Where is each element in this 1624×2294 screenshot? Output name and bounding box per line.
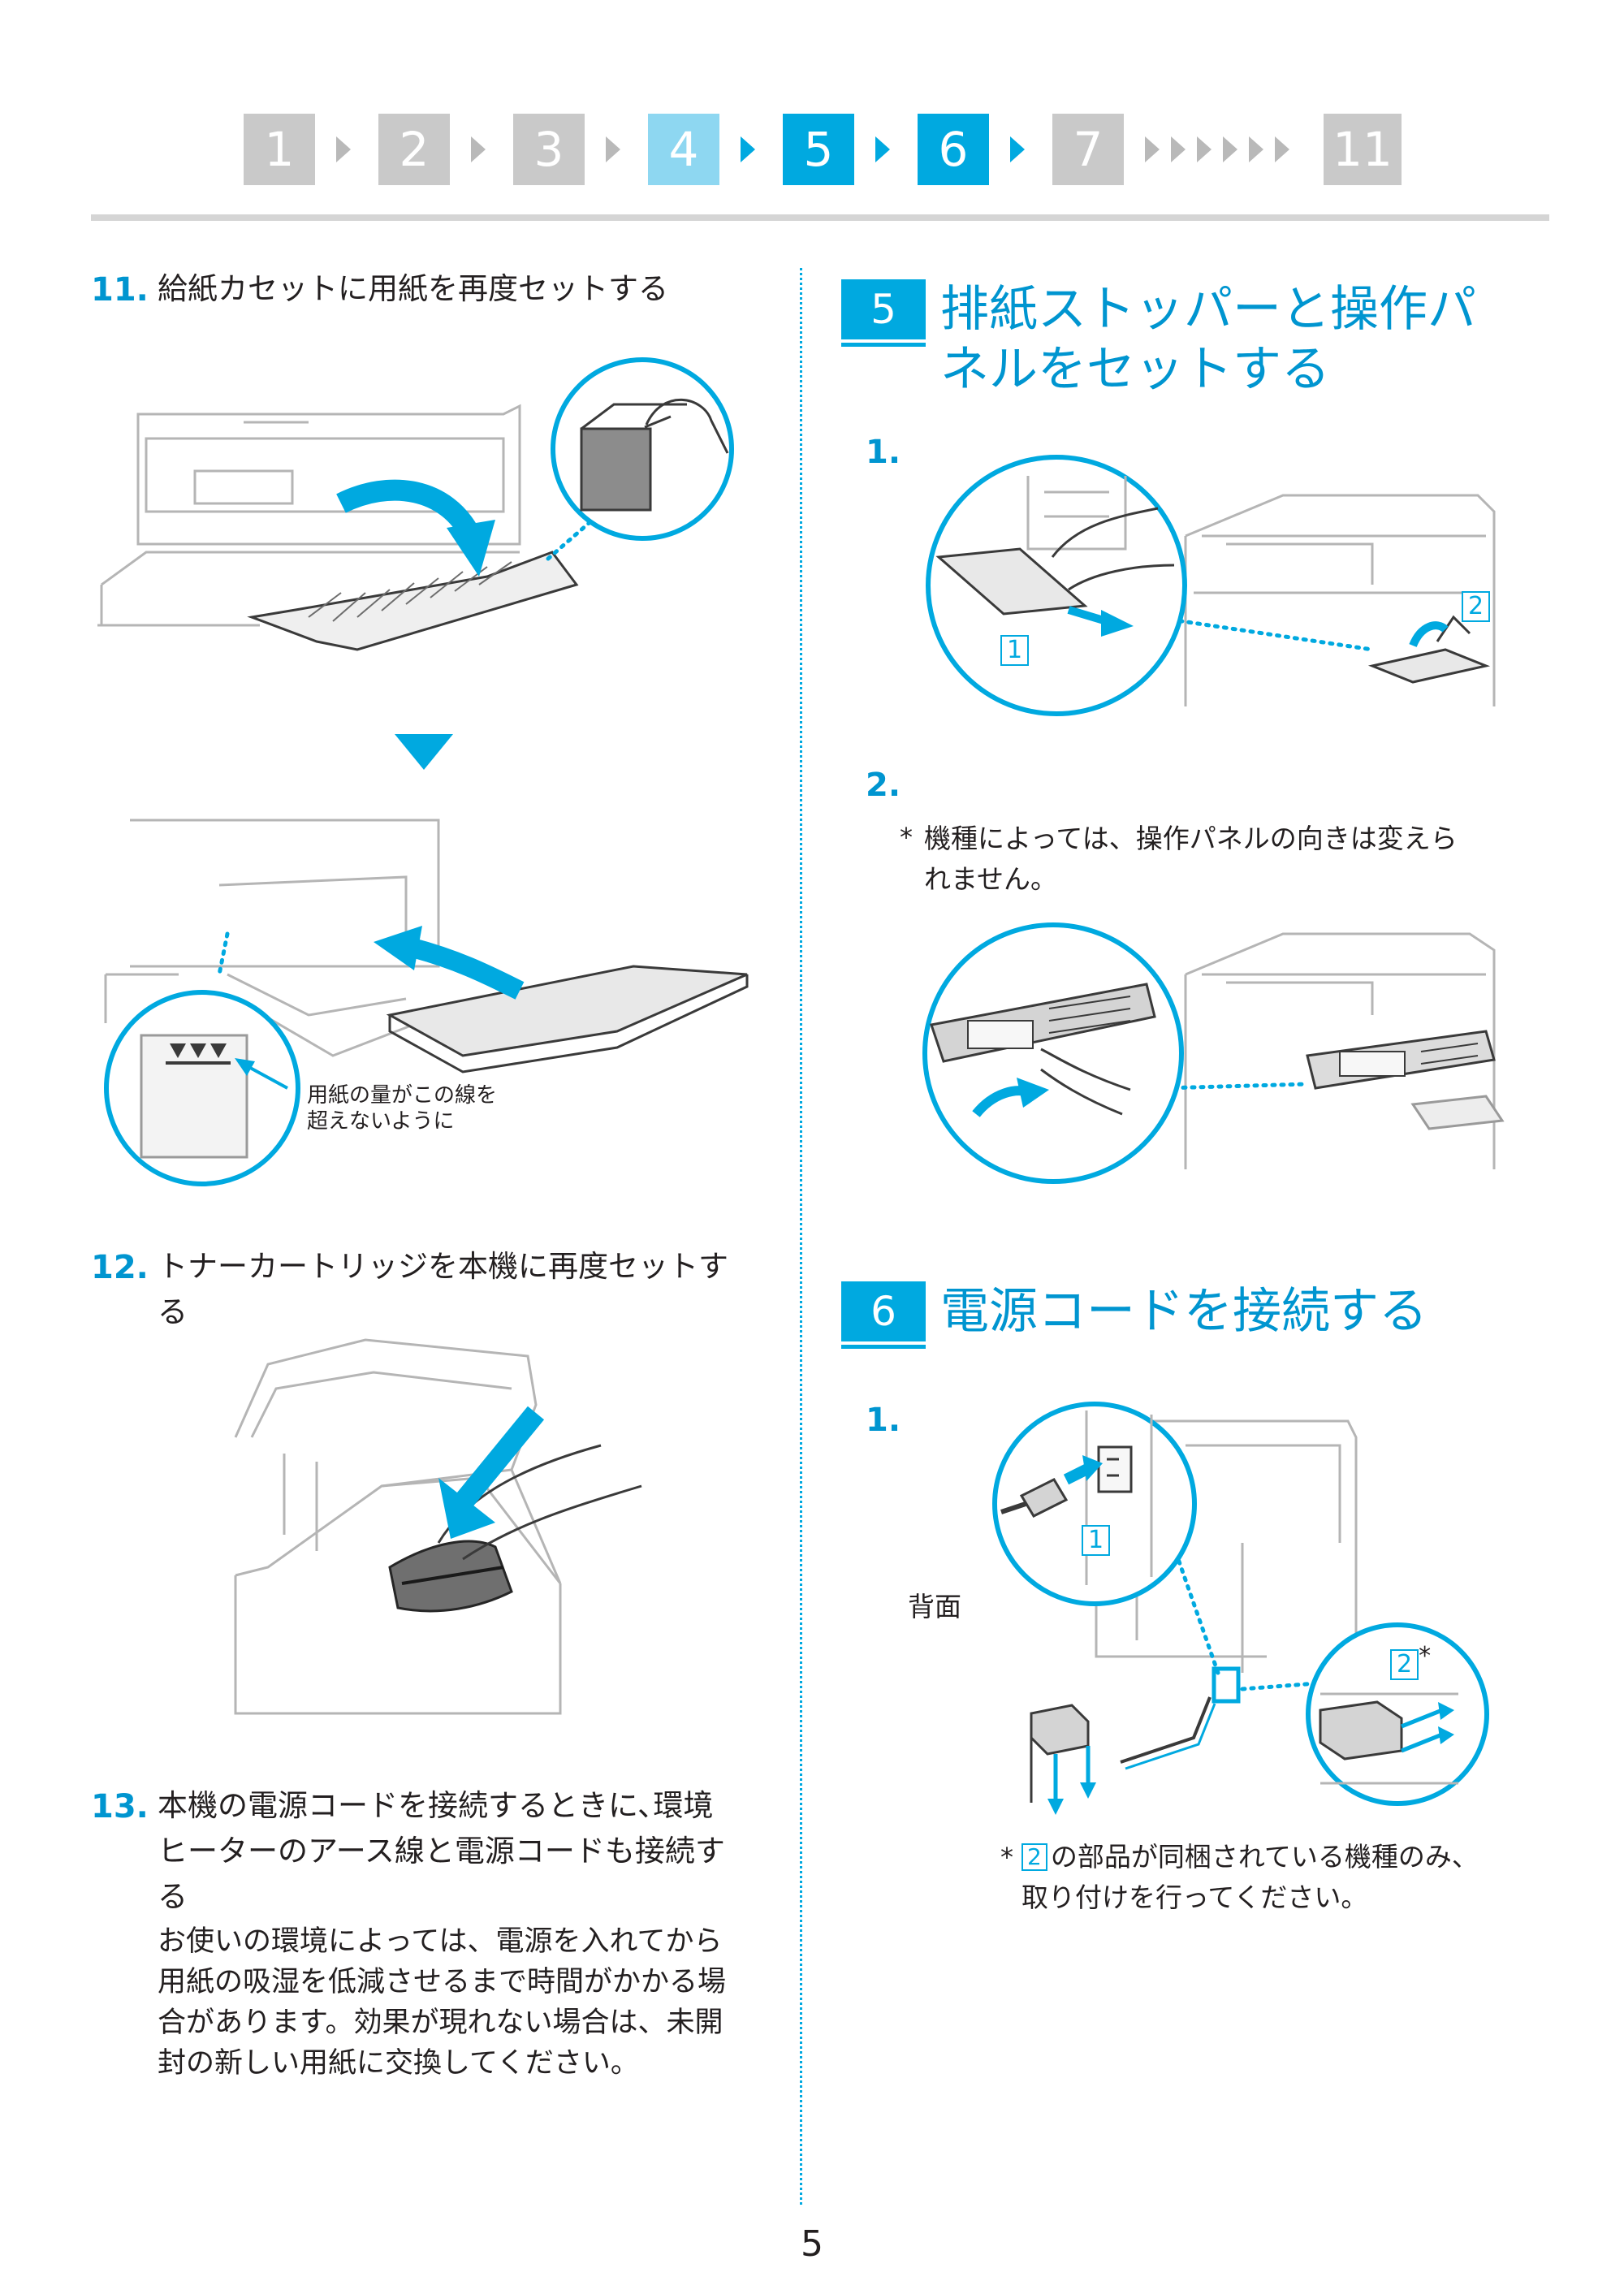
step-13-number: 13. (91, 1788, 149, 1825)
section-5-step-1-number: 1. (866, 434, 901, 471)
header-rule (91, 214, 1549, 221)
step-12-number: 12. (91, 1249, 149, 1286)
step-12-text-line2: る (158, 1294, 188, 1329)
nav-step-1: 1 (244, 114, 315, 185)
step-13-text-line3: る (158, 1879, 188, 1914)
paper-limit-note-line1: 用紙の量がこの線を (307, 1083, 498, 1108)
operation-panel-detail-circle (922, 922, 1184, 1184)
nav-arrow-icon (1223, 136, 1237, 162)
nav-step-11: 11 (1324, 114, 1402, 185)
paper-limit-detail-circle (104, 990, 300, 1186)
section-5-callout-2: 2 (1462, 591, 1491, 622)
section-5-note-star: * (900, 822, 913, 853)
rear-label: 背面 (908, 1591, 961, 1622)
step-12-text-line1: トナーカートリッジを本機に再度セットす (158, 1249, 728, 1284)
nav-arrow-icon (1275, 136, 1289, 162)
cassette-fold-illustration (97, 404, 595, 651)
nav-step-7: 7 (1052, 114, 1124, 185)
step-13-body-line2: 用紙の吸湿を低減させるまで時間がかかる場 (158, 1966, 727, 1998)
step-11-text: 給紙カセットに用紙を再度セットする (158, 271, 668, 306)
power-cord-illustration (1030, 1419, 1358, 1815)
nav-step-5: 5 (783, 114, 854, 185)
power-cord-detail-circle (992, 1402, 1197, 1606)
section-5-title-line2: ネルをセットする (940, 341, 1330, 398)
section-5-note-line1: 機種によっては、操作パネルの向きは変えら (924, 823, 1458, 854)
step-13-body-line3: 合があります。効果が現れない場合は、未開 (158, 2007, 723, 2039)
section-5-step-2-number: 2. (866, 767, 901, 804)
nav-step-4: 4 (648, 114, 719, 185)
step-13-body-line1: お使いの環境によっては、電源を入れてから (158, 1925, 723, 1958)
nav-arrow-icon (1010, 136, 1025, 162)
nav-arrow-icon (1171, 136, 1186, 162)
section-6-callout-2: 2* (1390, 1642, 1431, 1680)
section-5-title-line1: 排紙ストッパーと操作パ (940, 281, 1476, 338)
section-6-note-line2: 取り付けを行ってください。 (1021, 1881, 1368, 1913)
column-divider (800, 268, 802, 2205)
heater-part-detail-circle (1306, 1622, 1489, 1806)
page-number: 5 (801, 2223, 823, 2265)
step-13-text-line1: 本機の電源コードを接続するときに､環境 (158, 1788, 714, 1823)
nav-step-3: 3 (513, 114, 585, 185)
cassette-detail-circle (551, 357, 734, 541)
nav-arrow-icon (606, 136, 620, 162)
step-13-text-line2: ヒーターのアース線と電源コードも接続す (158, 1834, 725, 1868)
output-stopper-illustration (1098, 494, 1496, 706)
section-6-note-callout: 2 (1021, 1843, 1047, 1871)
nav-step-2: 2 (378, 114, 450, 185)
output-stopper-detail-circle (926, 455, 1187, 716)
nav-arrow-icon (1197, 136, 1212, 162)
section-5-note-line2: れません。 (924, 863, 1058, 895)
down-arrow-icon (395, 734, 453, 770)
section-5-callout-1: 1 (1000, 635, 1030, 666)
nav-arrow-icon (471, 136, 486, 162)
nav-arrow-icon (1249, 136, 1263, 162)
nav-arrow-icon (741, 136, 755, 162)
paper-insert-illustration (104, 819, 749, 1074)
step-13-body-line4: 封の新しい用紙に交換してください。 (158, 2047, 639, 2080)
paper-limit-note-line2: 超えないように (307, 1109, 455, 1134)
section-5-badge: 5 (841, 279, 926, 347)
nav-arrow-icon (1145, 136, 1160, 162)
section-6-note-star: * (1000, 1842, 1013, 1873)
section-6-callout-1: 1 (1082, 1525, 1111, 1556)
section-6-title: 電源コードを接続する (940, 1283, 1427, 1340)
nav-step-6: 6 (918, 114, 989, 185)
section-6-step-1-number: 1. (866, 1402, 901, 1439)
nav-arrow-icon (336, 136, 351, 162)
toner-insert-illustration (234, 1338, 642, 1715)
step-11-number: 11. (91, 271, 149, 309)
section-6-badge: 6 (841, 1281, 926, 1349)
nav-arrow-icon (875, 136, 890, 162)
operation-panel-illustration (1163, 932, 1505, 1169)
